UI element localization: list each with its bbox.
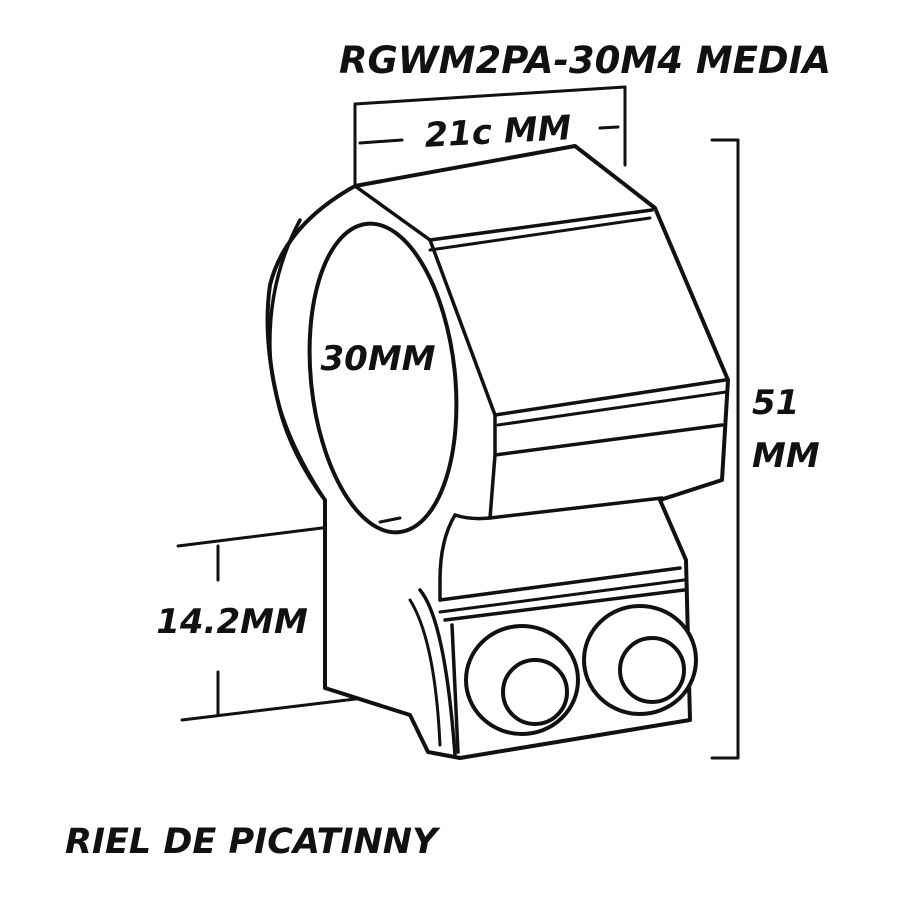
clamp-screw-left [464,624,580,736]
height-label-number: 51 [752,383,799,423]
tube-diameter-label: 30MM [321,339,436,379]
height-dimension-bracket [710,138,740,760]
base-height-label: 14.2MM [156,602,308,642]
bore-leader-line [378,516,402,524]
width-dimension-bracket [353,85,627,190]
height-label-unit: MM [752,436,820,476]
tube-bore [307,221,459,535]
diagram-title: RGWM2PA-30M4 MEDIA [339,39,831,82]
width-label: 21c MM [424,108,573,156]
footer-label: RIEL DE PICATINNY [65,822,441,862]
clamp-screw-right [582,604,698,716]
